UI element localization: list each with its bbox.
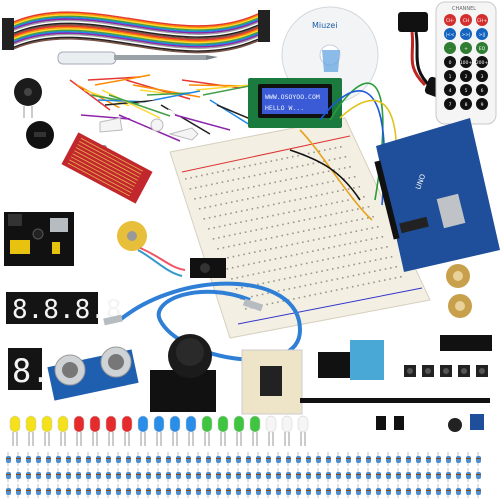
- remote-key-label: CH+: [477, 18, 488, 24]
- passive-buzzer: [26, 121, 54, 149]
- joystick-module: [150, 334, 216, 412]
- lcd-line-2: HELLO W...: [265, 104, 304, 112]
- buzzer: [14, 78, 42, 118]
- remote-key-label: 200+: [476, 60, 489, 66]
- remote-key-label: 7: [449, 102, 452, 108]
- remote-key-label: CH: [463, 18, 470, 24]
- remote-key-label: CH-: [446, 18, 455, 24]
- remote-key-label: 9: [481, 102, 484, 108]
- water-sensor: [61, 132, 153, 204]
- remote-key-label: 6: [481, 88, 484, 94]
- single-digit-display: 8.: [8, 348, 51, 390]
- ir-receiver-module: [190, 258, 226, 278]
- remote-key-label: 5: [465, 88, 468, 94]
- ultrasonic-sensor: [47, 346, 139, 401]
- ic-chip: [440, 335, 492, 351]
- remote-key-label: 100+: [460, 60, 473, 66]
- power-supply-module: [4, 212, 74, 266]
- transistors: [376, 414, 484, 432]
- header-pins: [300, 398, 490, 403]
- remote-key-label: -: [449, 47, 451, 52]
- screwdriver: [57, 51, 218, 65]
- potentiometers: [446, 264, 472, 318]
- remote-key-label: 1: [449, 74, 452, 80]
- remote-key-label: EQ: [479, 46, 486, 52]
- remote-key-label: 8: [465, 102, 468, 108]
- remote-key-label: |<<: [445, 32, 454, 38]
- remote-key-label: 3: [481, 74, 484, 80]
- single-digit-text: 8.: [12, 352, 51, 390]
- remote-key-label: +: [464, 46, 468, 52]
- led-row: [9, 415, 309, 446]
- resistor-rows: [6, 452, 481, 498]
- stepper-motor: [117, 221, 186, 277]
- lcd-module: WWW.OSOYOO.COM HELLO W...: [248, 78, 342, 128]
- remote-key-label: 2: [465, 74, 468, 80]
- remote-top-label: CHANNEL: [452, 6, 476, 12]
- lcd-screen: [262, 88, 328, 114]
- ir-remote: CHANNEL CH- CH CH+ |<< >>| >|| - + EQ 0 100+200+ 1 2…: [435, 1, 497, 125]
- dht-sensor: [318, 340, 384, 380]
- remote-key-label: 0: [449, 60, 452, 66]
- lcd-line-1: WWW.OSOYOO.COM: [265, 93, 320, 101]
- remote-key-label: >>|: [461, 32, 470, 38]
- ribbon-jumper-cable: [2, 10, 270, 54]
- push-buttons: [404, 365, 488, 377]
- cd-brand: Miuzei: [312, 21, 338, 30]
- remote-key-label: 4: [449, 88, 452, 94]
- driver-board: [241, 349, 303, 415]
- remote-key-label: >||: [479, 32, 486, 38]
- arduino-board: UNO: [374, 118, 500, 272]
